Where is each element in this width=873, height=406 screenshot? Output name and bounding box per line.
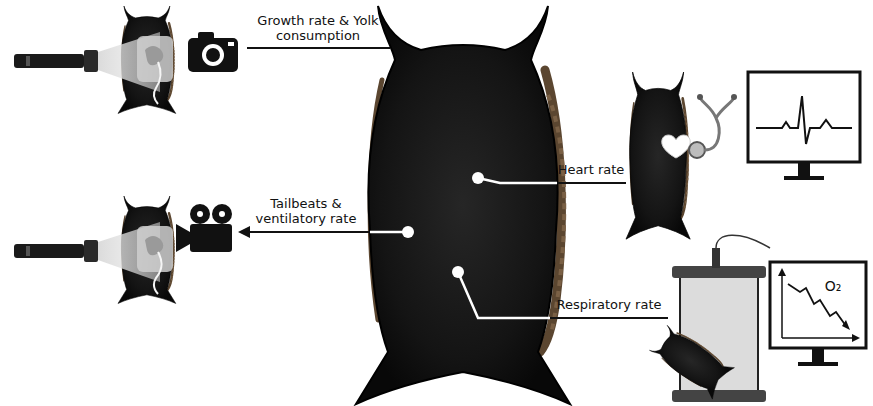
egg-case [356,6,570,404]
oxygen-monitor [770,262,866,366]
photo-camera-part [228,42,234,46]
ecg-monitor-part [798,162,810,176]
photo-camera-part [188,38,238,72]
egg-leaders-part [458,272,550,318]
leader-line [550,317,668,319]
egg-leaders-part [478,178,557,183]
video-camera-part [212,204,232,224]
heart-rate-setup [626,72,737,239]
candling-setup [14,6,176,113]
oxygen-monitor-part [770,262,866,348]
video-camera-part [197,211,203,217]
video-camera-part [176,224,190,252]
video-camera [176,204,232,252]
photo-camera-part [206,48,220,62]
heart-rate-setup-part-part [626,72,690,239]
measurement-label: Respiratory rate [556,297,661,312]
respirometry-chamber-part-part [647,322,734,399]
candling-setup-part [145,236,163,255]
photo-camera [188,32,238,72]
candling-setup-part [145,46,163,65]
measure-dot [402,172,484,278]
heart-rate-setup-part [700,98,734,150]
heart-rate-setup-part [689,142,705,158]
respirometry-chamber-part [672,390,766,402]
measure-dot-part [472,172,484,184]
leader-line [557,182,626,184]
leader-line [247,47,390,49]
video-camera-part [219,211,225,217]
ecg-monitor-part [748,72,860,162]
oxygen-monitor-part [781,272,783,338]
video-camera-part [190,204,210,224]
heart-rate-setup-part [731,94,737,100]
oxygen-monitor-part [782,337,856,339]
candling-setup-part [84,50,98,72]
candling-setup-part [154,62,161,104]
oxygen-monitor-part [778,268,786,276]
heart-rate-setup-part [697,94,703,100]
oxygen-monitor-part [798,362,838,366]
candling-setup-part [14,54,84,68]
measurement-label: Tailbeats & ventilatory rate [241,196,371,226]
oxygen-symbol: O₂ [825,279,842,294]
heart-rate-setup-part [662,135,690,158]
candling-setup-part [84,240,98,262]
ecg-monitor-part [784,176,824,180]
photo-camera-part [202,44,224,66]
candling-setup-part [14,244,84,258]
ecg-monitor [748,72,860,180]
candling-setup-part [137,226,173,272]
photo-camera-part [198,32,214,40]
heart-rate-setup-part [626,72,690,239]
egg-case-part [356,6,570,404]
respirometry-chamber [647,235,770,402]
oxygen-monitor-part [852,334,860,342]
candling-setup-part [137,36,173,82]
candling-setup-part [26,56,30,66]
oxygen-monitor-part [842,320,850,330]
measurement-label: Heart rate [558,162,625,177]
measure-dot-part [402,226,414,238]
arrowhead [238,226,250,238]
respirometry-chamber-part [712,248,720,268]
measurement-label: Growth rate & Yolk consumption [253,13,383,43]
arrow-line [246,231,370,233]
candling-setup-part [154,252,162,294]
respirometry-chamber-part [716,235,770,248]
video-camera-part [190,224,232,252]
candling-setup-part [26,246,30,256]
candling-setup [14,196,176,303]
measure-dot-part [452,266,464,278]
respirometry-chamber-part [647,322,734,399]
oxygen-monitor-part [812,348,824,362]
egg-leaders [370,178,557,318]
ecg-monitor-part [756,96,852,144]
